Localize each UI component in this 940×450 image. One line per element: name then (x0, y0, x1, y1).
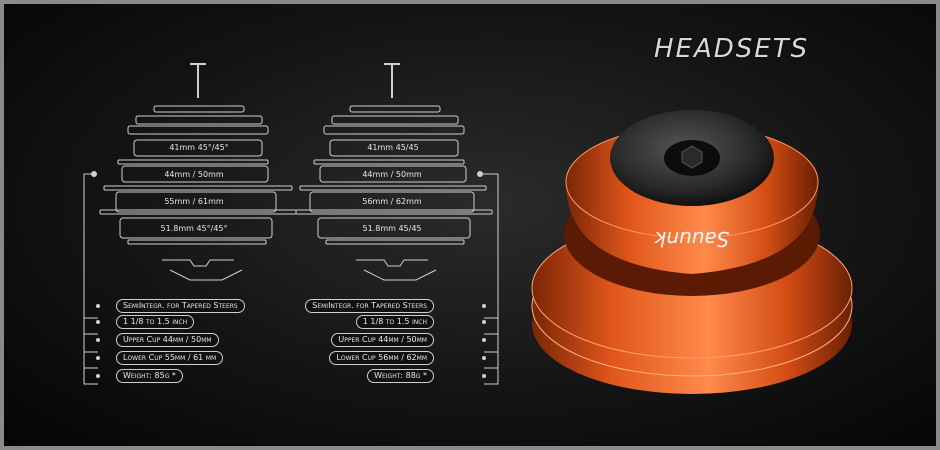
left-exploded-view (83, 63, 297, 385)
right-spec-upper-cup: Upper Cup 44mm / 50mm (331, 333, 434, 347)
right-label-bottom-bearing: 51.8mm 45/45 (362, 224, 422, 233)
headset-product-image: Sauunk (531, 110, 853, 394)
banner: HEADSETS (4, 4, 936, 446)
left-label-upper-cup: 44mm / 50mm (164, 170, 224, 179)
exploded-diagrams (83, 63, 499, 385)
left-spec-steerer: 1 1/8 to 1.5 inch (116, 315, 195, 329)
right-spec-weight: Weight: 88g * (367, 369, 434, 383)
logo-text: Sauunk (653, 227, 729, 251)
right-spec-lower-cup: Lower Cup 56mm / 62mm (329, 351, 434, 365)
right-spec-type: SemiIntegr. for Tapered Steers (305, 299, 434, 313)
right-label-top-bearing: 41mm 45/45 (367, 143, 419, 152)
left-label-top-bearing: 41mm 45°/45° (169, 143, 229, 152)
left-label-bottom-bearing: 51.8mm 45°/45° (160, 224, 228, 233)
left-spec-type: SemiIntegr. for Tapered Steers (116, 299, 245, 313)
left-spec-lower-cup: Lower Cup 55mm / 61 mm (116, 351, 224, 365)
left-spec-upper-cup: Upper Cup 44mm / 50mm (116, 333, 219, 347)
left-label-lower-cup: 55mm / 61mm (164, 197, 224, 206)
page-title: HEADSETS (654, 34, 810, 64)
right-label-lower-cup: 56mm / 62mm (362, 197, 422, 206)
right-label-upper-cup: 44mm / 50mm (362, 170, 422, 179)
right-exploded-view (295, 63, 499, 385)
right-spec-steerer: 1 1/8 to 1.5 inch (355, 315, 434, 329)
left-spec-weight: Weight: 85g * (116, 369, 183, 383)
